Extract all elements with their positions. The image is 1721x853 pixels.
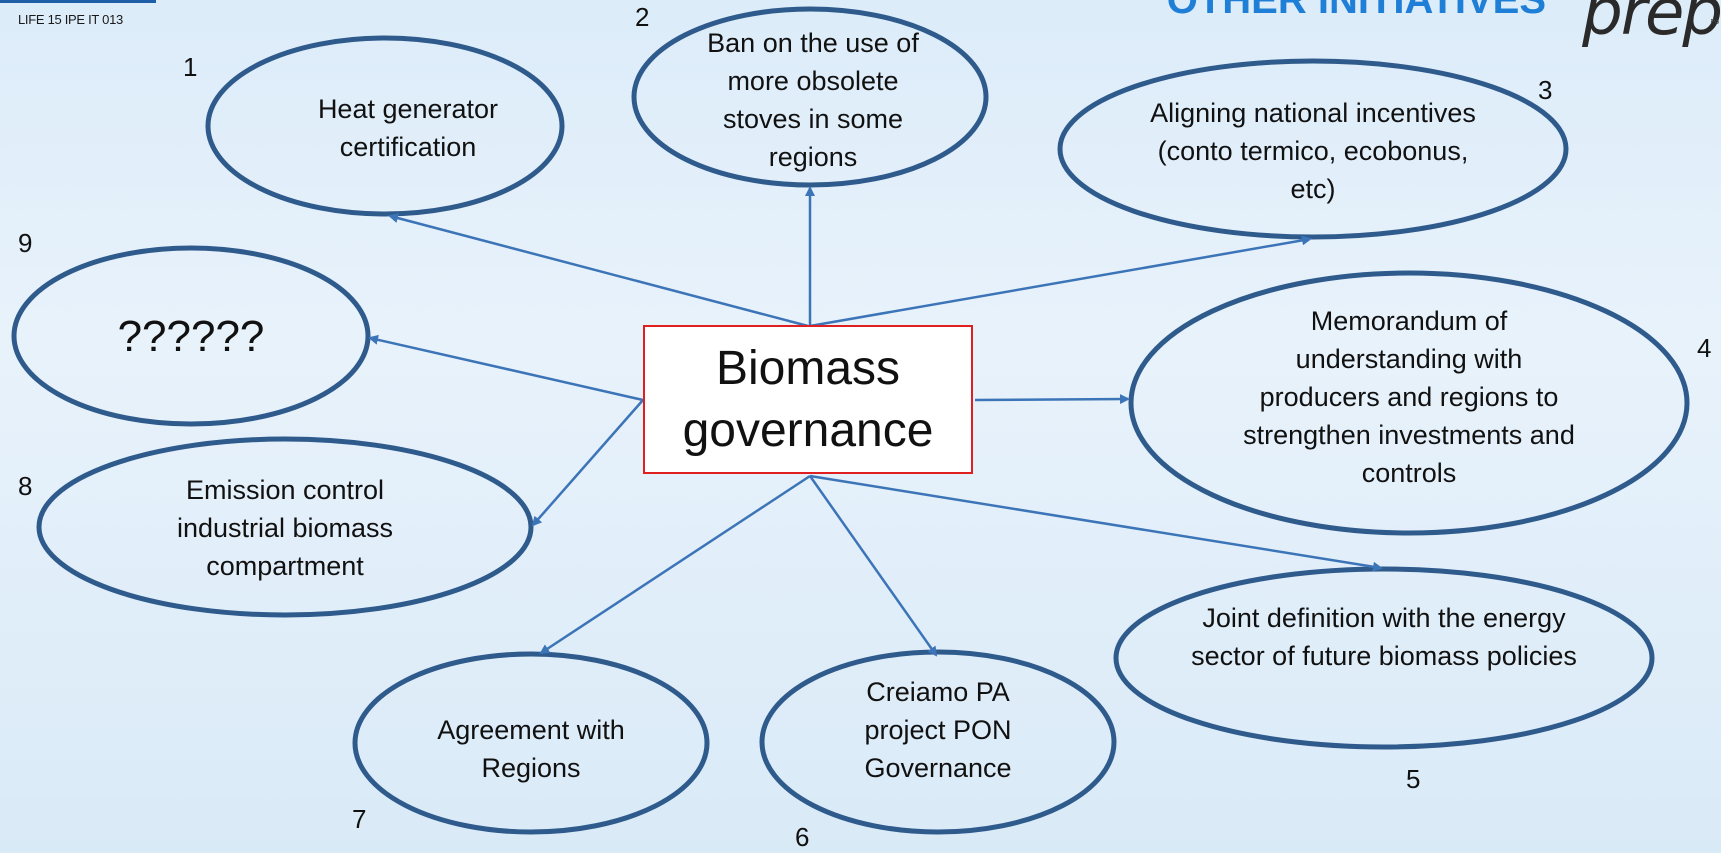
arrow-to-node-3 (809, 235, 1312, 328)
slide-heading: OTHER INITIATIVES (1166, 0, 1546, 22)
node-ellipse-1 (205, 35, 565, 217)
node-ellipse-3 (1057, 58, 1569, 240)
top-accent-bar (0, 0, 156, 3)
node-label-7: Agreement with Regions (437, 715, 625, 783)
brand-logo: prep (1582, 0, 1721, 50)
node-label-2: Ban on the use of more obsolete stoves i… (707, 28, 919, 172)
node-ellipse-5 (1113, 566, 1655, 750)
node-label-9: ?????? (117, 312, 265, 361)
center-line-2: governance (682, 403, 934, 457)
node-label-3: Aligning national incentives (conto term… (1150, 98, 1476, 204)
node-number-6: 6 (795, 822, 810, 852)
arrow-to-node-8 (531, 399, 644, 527)
node-label-4: Memorandum of understanding with produce… (1243, 306, 1575, 488)
node-label-1: Heat generator certification (317, 94, 499, 162)
center-line-1: Biomass (715, 341, 901, 395)
node-ellipse-9 (11, 245, 371, 427)
project-code: LIFE 15 IPE IT 013 (18, 12, 123, 27)
arrow-to-node-9 (368, 334, 644, 402)
node-label-6: Creiamo PA project PON Governance (864, 677, 1012, 783)
node-ellipse-4 (1128, 270, 1690, 536)
node-number-8: 8 (18, 471, 33, 501)
arrow-to-node-6 (808, 475, 938, 657)
node-number-9: 9 (18, 228, 33, 258)
node-number-3: 3 (1538, 75, 1553, 105)
node-number-2: 2 (635, 2, 650, 32)
node-label-8: Emission control industrial biomass comp… (176, 475, 394, 581)
node-number-4: 4 (1697, 333, 1712, 363)
arrow-to-node-1 (388, 213, 809, 328)
node-ellipse-8 (36, 436, 534, 618)
arrow-to-node-7 (539, 474, 811, 655)
node-ellipse-7 (352, 651, 710, 835)
node-label-5: Joint definition with the energy sector … (1191, 603, 1577, 671)
node-number-7: 7 (352, 804, 367, 834)
node-ellipse-6 (759, 649, 1117, 835)
arrow-to-node-4 (974, 394, 1130, 405)
node-number-1: 1 (183, 52, 198, 82)
center-node-biomass-governance: Biomass governance (643, 325, 973, 474)
node-number-5: 5 (1406, 764, 1421, 794)
node-ellipse-2 (631, 6, 989, 188)
arrow-to-node-5 (809, 474, 1383, 572)
brand-logo-subtext: Po (1710, 19, 1719, 26)
